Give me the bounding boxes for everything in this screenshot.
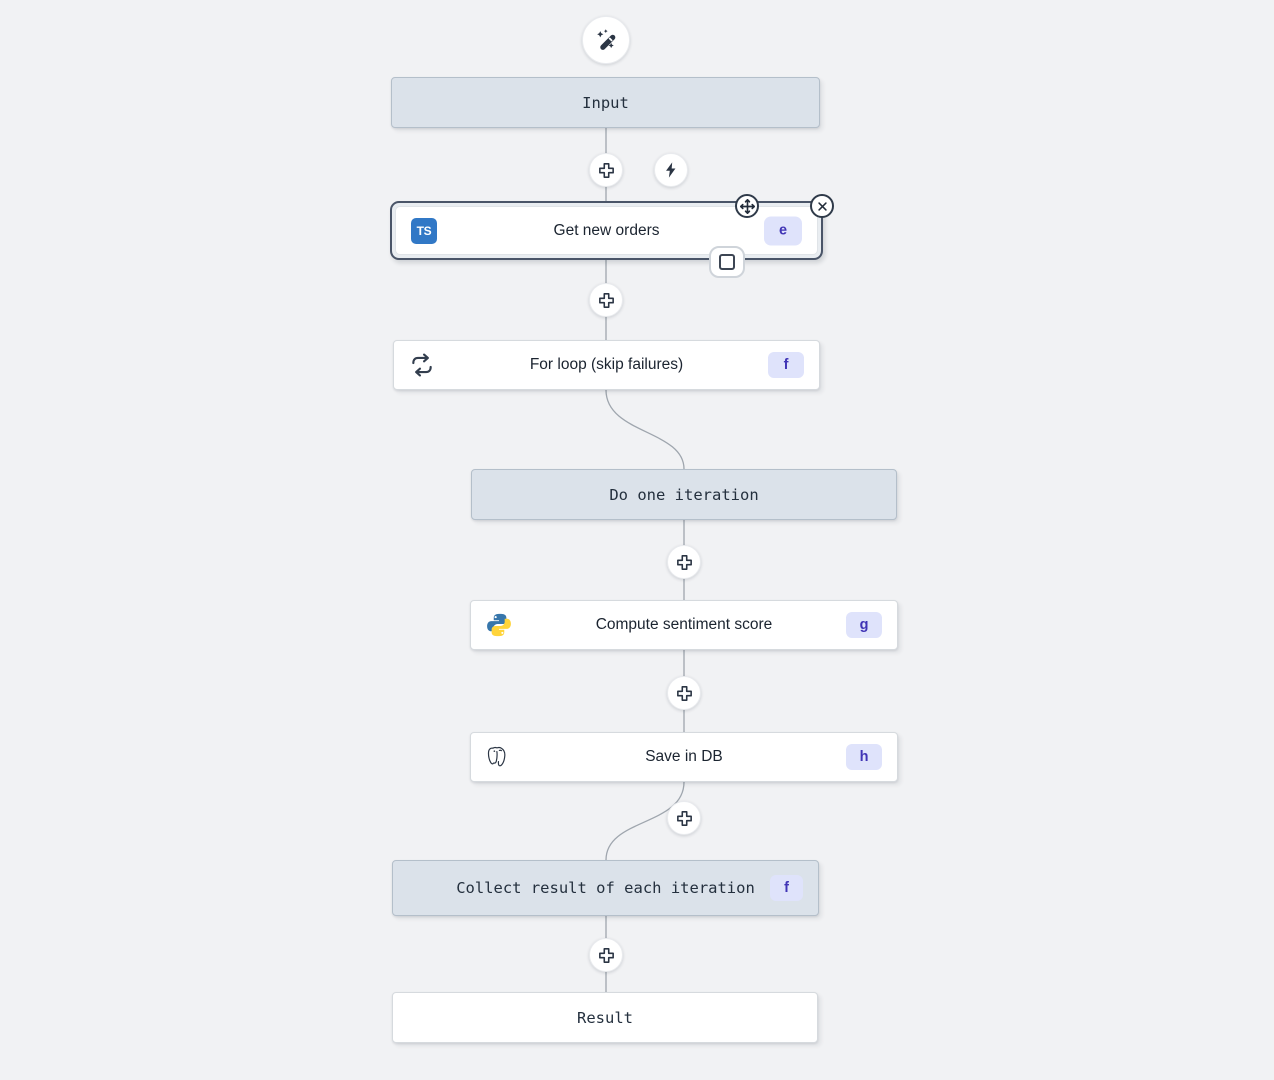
close-icon (815, 199, 830, 214)
plus-icon (675, 553, 694, 572)
python-icon (486, 612, 512, 638)
add-step-button[interactable] (589, 283, 623, 317)
typescript-icon: TS (411, 217, 437, 244)
result-node-label: Result (577, 1008, 633, 1027)
collect-result-label: Collect result of each iteration (456, 879, 755, 897)
step-id-badge: e (764, 216, 802, 245)
do-one-iteration-label: Do one iteration (609, 485, 759, 504)
result-node[interactable]: Result (392, 992, 818, 1043)
step-node-compute-sentiment[interactable]: Compute sentiment score g (470, 600, 898, 650)
step-id-badge: f (768, 352, 804, 378)
step-node-save-in-db[interactable]: Save in DB h (470, 732, 898, 782)
repeat-loop-icon (409, 352, 435, 378)
plus-icon (597, 161, 616, 180)
plus-icon (597, 291, 616, 310)
add-step-button[interactable] (667, 676, 701, 710)
step-label: For loop (skip failures) (529, 356, 684, 373)
plus-icon (675, 809, 694, 828)
step-label: Get new orders (553, 221, 660, 239)
move-icon (739, 198, 756, 215)
lightning-icon (662, 161, 680, 179)
add-step-button[interactable] (667, 801, 701, 835)
trigger-bolt-button[interactable] (654, 153, 688, 187)
add-step-button[interactable] (589, 153, 623, 187)
magic-wand-icon (593, 27, 620, 54)
add-step-button[interactable] (589, 938, 623, 972)
step-node-for-loop[interactable]: For loop (skip failures) f (393, 340, 820, 390)
input-node[interactable]: Input (391, 77, 820, 128)
plus-icon (675, 684, 694, 703)
postgresql-icon (486, 745, 508, 770)
node-select-toggle[interactable] (709, 246, 745, 278)
do-one-iteration-node[interactable]: Do one iteration (471, 469, 897, 520)
step-id-badge: f (770, 875, 803, 901)
square-icon (719, 254, 735, 270)
step-id-badge: h (846, 744, 882, 770)
delete-node-button[interactable] (810, 194, 834, 218)
input-node-label: Input (582, 93, 629, 112)
collect-result-node[interactable]: Collect result of each iteration f (392, 860, 819, 916)
step-label: Compute sentiment score (595, 616, 773, 633)
plus-icon (597, 946, 616, 965)
add-step-button[interactable] (667, 545, 701, 579)
step-id-badge: g (846, 612, 882, 638)
step-label: Save in DB (645, 748, 723, 765)
move-node-handle[interactable] (735, 194, 759, 218)
ai-flow-button[interactable] (582, 16, 630, 64)
